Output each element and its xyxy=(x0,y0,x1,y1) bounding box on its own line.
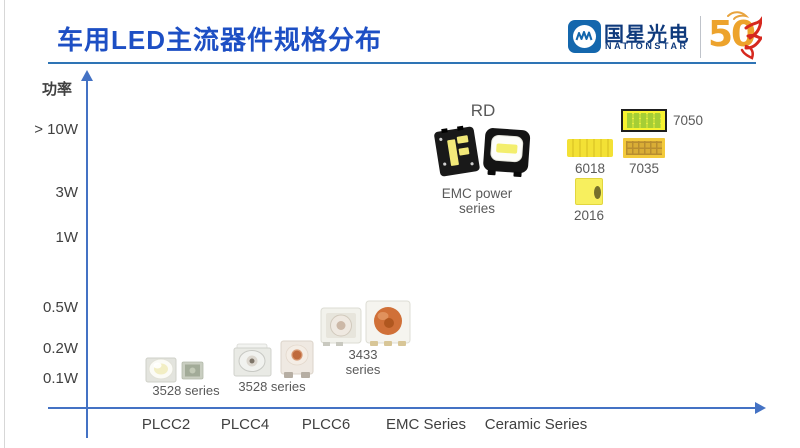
logo-wave-icon xyxy=(573,25,596,48)
slide-edge-line xyxy=(4,0,5,448)
chip-7035-emitter-grid xyxy=(626,141,662,155)
y-tick-3w: 3W xyxy=(55,184,79,201)
label-2016: 2016 xyxy=(573,208,605,223)
y-axis-title: 功率 xyxy=(42,81,73,98)
nationstar-logo-icon xyxy=(568,20,601,53)
anniversary-50-emblem: 50 xyxy=(706,8,762,64)
y-tick-10w: > 10W xyxy=(34,121,78,138)
label-3528-plcc4: 3528 series xyxy=(238,379,306,394)
chip-7050-emitter-grid xyxy=(627,113,661,128)
page-title: 车用LED主流器件规格分布 xyxy=(57,25,383,55)
logo-cn-name: 国星光电 xyxy=(604,24,690,46)
label-7050: 7050 xyxy=(673,113,704,128)
led-image-3528-plcc2 xyxy=(145,357,204,383)
x-label-ceramic-series: Ceramic Series xyxy=(484,416,588,433)
chip-image-7050 xyxy=(621,109,667,132)
y-tick-01w: 0.1W xyxy=(42,370,78,387)
led-image-emc-power xyxy=(434,125,531,178)
label-6018: 6018 xyxy=(574,161,606,176)
rd-annotation: RD xyxy=(470,101,496,120)
label-7035: 7035 xyxy=(628,161,660,176)
label-3433-plcc6: 3433 series xyxy=(345,347,381,377)
label-emc-power-series: EMC power series xyxy=(441,186,513,216)
header-divider xyxy=(48,62,756,64)
phoenix-wing-icon xyxy=(727,11,762,60)
x-label-plcc2: PLCC2 xyxy=(141,416,191,433)
chip-image-2016 xyxy=(575,178,603,205)
x-label-plcc6: PLCC6 xyxy=(301,416,351,433)
y-tick-1w: 1W xyxy=(55,229,79,246)
logo-divider xyxy=(700,16,701,58)
chip-image-6018 xyxy=(567,139,613,157)
chip-2016-pad xyxy=(594,186,601,199)
x-label-plcc4: PLCC4 xyxy=(220,416,270,433)
x-axis-arrow xyxy=(755,402,766,414)
y-tick-02w: 0.2W xyxy=(42,340,78,357)
led-image-3433-plcc6 xyxy=(320,300,411,346)
y-tick-05w: 0.5W xyxy=(42,299,78,316)
y-axis-arrow xyxy=(81,70,93,81)
x-axis-line xyxy=(48,407,756,409)
x-label-emc-series: EMC Series xyxy=(385,416,467,433)
chip-image-7035 xyxy=(623,138,665,158)
y-axis-line xyxy=(86,80,88,438)
logo-en-name: NATIONSTAR xyxy=(605,41,689,51)
led-image-3528-plcc4 xyxy=(233,340,314,378)
label-3528-plcc2: 3528 series xyxy=(152,383,220,398)
